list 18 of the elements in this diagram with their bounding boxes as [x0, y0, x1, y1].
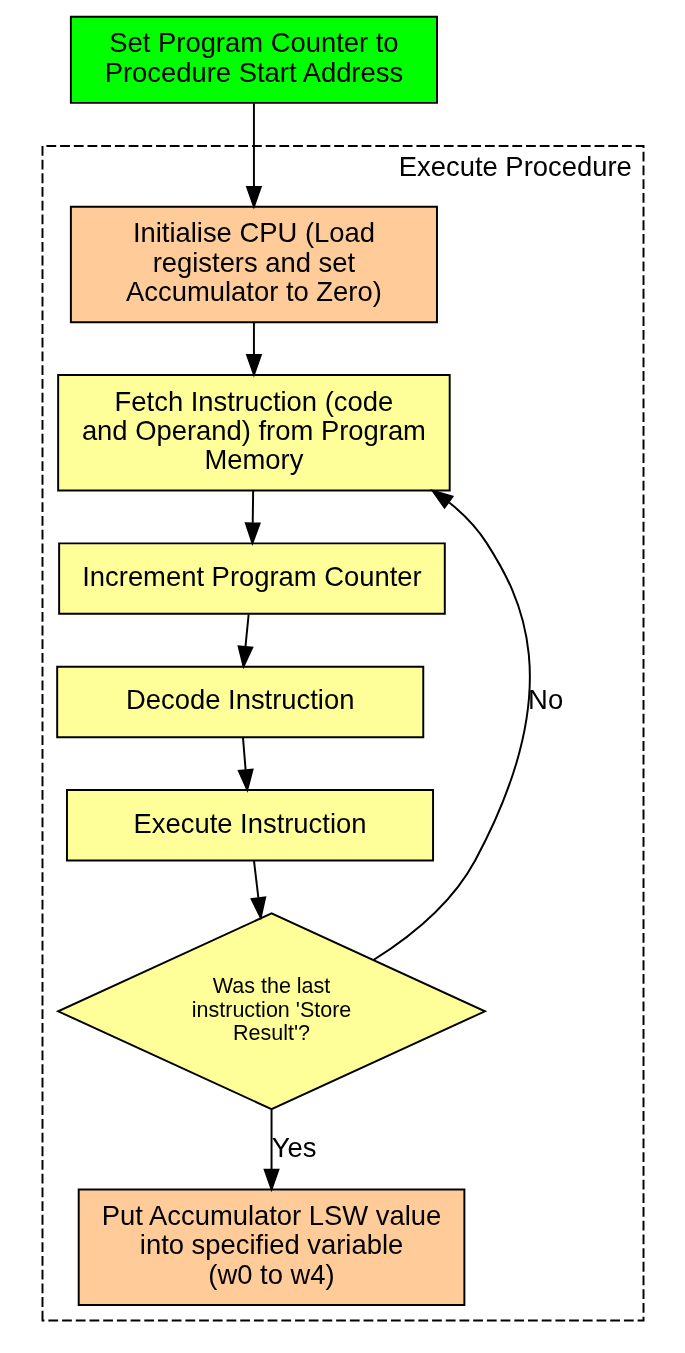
node-box: Execute Instruction [65, 789, 434, 862]
arrow [249, 859, 266, 921]
edge-label: No [527, 684, 563, 716]
edge-label: Yes [271, 1131, 316, 1163]
node-box: Decode Instruction [55, 665, 424, 739]
arrow [244, 489, 261, 546]
arrow [372, 489, 531, 961]
arrow [236, 736, 254, 793]
node-box: Set Program Counter to Procedure Start Address [69, 15, 438, 104]
arrow [245, 102, 262, 210]
arrow [236, 613, 254, 670]
arrow [262, 1108, 280, 1193]
node-box: Fetch Instruction (code and Operand) from Program Memory [56, 374, 451, 492]
node-diamond: Was the last instruction 'Store Result'? [55, 912, 487, 1111]
node-box: Initialise CPU (Load registers and set Accumulator to Zero) [69, 205, 438, 324]
arrow [245, 321, 262, 378]
node-box: Increment Program Counter [57, 542, 446, 615]
node-box: Put Accumulator LSW value into specified variable (w0 to w4) [77, 1188, 465, 1306]
